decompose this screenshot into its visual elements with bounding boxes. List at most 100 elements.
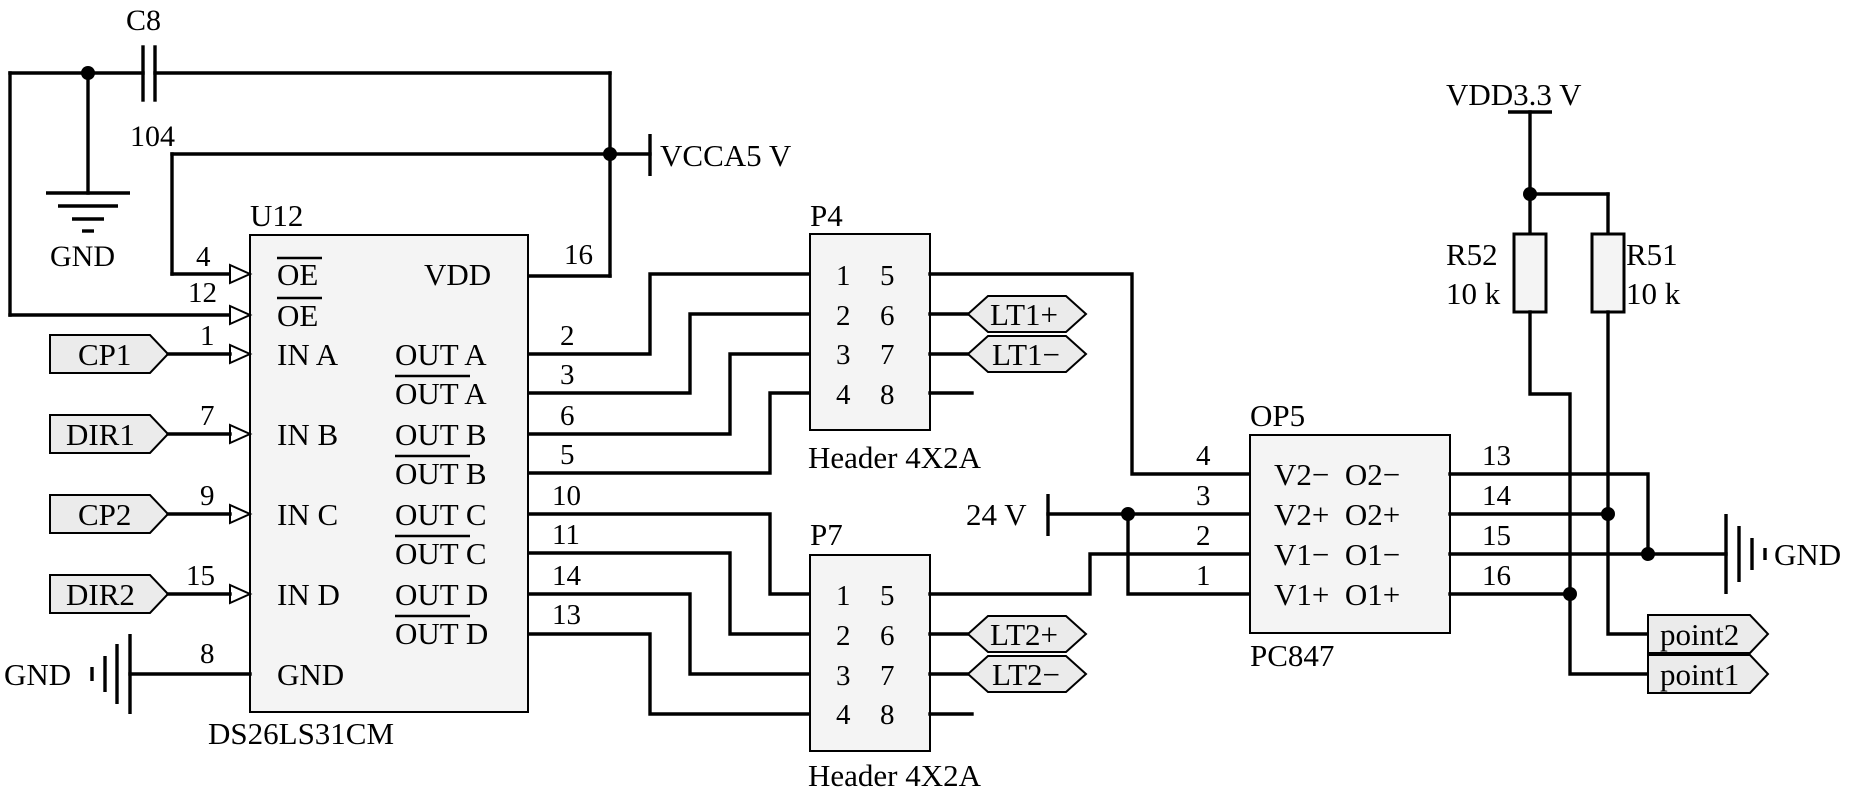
gnd-left-label: GND <box>4 657 71 692</box>
u12-pin-10: 10 <box>552 480 581 512</box>
output-port-lt1p: LT1+ <box>966 295 1088 333</box>
p4-part: Header 4X2A <box>808 440 982 475</box>
svg-text:1: 1 <box>836 260 851 292</box>
gnd-symbol-top: GND <box>46 71 130 273</box>
pin-arrow-ind <box>229 583 253 605</box>
pin-arrow-inb <box>229 423 253 445</box>
op5-pin-16: 16 <box>1482 560 1511 592</box>
svg-text:4: 4 <box>836 379 851 411</box>
input-port-cp2: CP2 <box>49 494 232 534</box>
svg-text:1: 1 <box>836 580 851 612</box>
wire-outd-bar <box>528 632 812 716</box>
wire-p7-pin5 <box>928 552 1252 596</box>
u12-pin-9: 9 <box>200 480 215 512</box>
svg-text:DIR1: DIR1 <box>66 417 135 452</box>
u12-pin-5: 5 <box>560 439 575 471</box>
op5-pin-15: 15 <box>1482 520 1511 552</box>
u12-label-vdd: VDD <box>424 257 491 292</box>
c8-value: 104 <box>130 120 175 153</box>
u12-label-outa-bar: OUT A <box>395 376 487 411</box>
gnd-symbol-right: GND <box>1724 514 1841 594</box>
pin-arrow-oe4 <box>229 263 253 285</box>
output-port-point1: point1 <box>1647 654 1770 694</box>
vcca-label: VCCA5 V <box>660 138 792 173</box>
p7-part: Header 4X2A <box>808 758 982 793</box>
u12-pin-6: 6 <box>560 400 575 432</box>
u12-pin-15: 15 <box>186 560 215 592</box>
svg-text:2: 2 <box>836 620 851 652</box>
u12-label-oe: OE <box>277 257 318 292</box>
op5-pin-2: 2 <box>1196 520 1211 552</box>
c8-ref: C8 <box>126 4 161 37</box>
svg-text:CP1: CP1 <box>78 337 131 372</box>
u12-pin-11: 11 <box>552 519 580 551</box>
wire-outd <box>528 592 812 676</box>
supply-vdd33: VDD3.3 V <box>1446 77 1610 201</box>
u12-label-outa: OUT A <box>395 337 487 372</box>
r52-value: 10 k <box>1446 276 1501 311</box>
wire-outb-bar <box>528 391 812 475</box>
u12-label-ind: IN D <box>277 577 340 612</box>
op5-row-2: V2+ O2+ <box>1274 497 1400 532</box>
u12-pin-12: 12 <box>188 277 217 309</box>
u12-pin-2: 2 <box>560 320 575 352</box>
u12-label-outd: OUT D <box>395 577 488 612</box>
svg-text:7: 7 <box>880 339 895 371</box>
svg-text:point1: point1 <box>1660 657 1739 692</box>
svg-text:3: 3 <box>836 339 851 371</box>
u12-part: DS26LS31CM <box>208 716 394 751</box>
svg-text:LT1−: LT1− <box>992 337 1060 372</box>
wire-outc-bar <box>528 551 812 636</box>
op5-row-4: V1+ O1+ <box>1274 577 1400 612</box>
svg-text:3: 3 <box>836 660 851 692</box>
svg-text:point2: point2 <box>1660 617 1739 652</box>
u12-ref: U12 <box>250 198 303 233</box>
u12-pin-3: 3 <box>560 359 575 391</box>
p7-ref: P7 <box>810 517 843 552</box>
op5-pin-4: 4 <box>1196 440 1211 472</box>
u12-pin-8: 8 <box>200 638 215 670</box>
op5-pin-14: 14 <box>1482 480 1512 512</box>
vdd33-label: VDD3.3 V <box>1446 77 1582 112</box>
u12-label-inc: IN C <box>277 497 338 532</box>
svg-text:6: 6 <box>880 300 895 332</box>
input-port-dir1: DIR1 <box>49 414 232 454</box>
u12-label-outd-bar: OUT D <box>395 616 488 651</box>
resistor-r51: R51 10 k <box>1590 192 1681 636</box>
u12-pin-4: 4 <box>196 241 211 273</box>
op5-ref: OP5 <box>1250 398 1305 433</box>
u12-label-outc-bar: OUT C <box>395 536 487 571</box>
p4-ref: P4 <box>810 198 843 233</box>
u12-label-oe-bar: OE <box>277 298 318 333</box>
wire-outc <box>528 512 812 596</box>
input-port-cp1: CP1 <box>49 334 232 374</box>
resistor-r52: R52 10 k <box>1446 192 1650 676</box>
optocoupler-op5: OP5 PC847 V2− O2− V2+ O2+ V1− O1− V1+ O1… <box>1196 398 1512 673</box>
pin-arrow-ina <box>229 343 253 365</box>
svg-text:LT2+: LT2+ <box>990 617 1058 652</box>
svg-text:5: 5 <box>880 580 895 612</box>
u12-label-gnd: GND <box>277 657 344 692</box>
supply-24v: 24 V <box>966 494 1252 596</box>
wire-op5-pin13 <box>1448 472 1650 556</box>
op5-row-3: V1− O1− <box>1274 537 1400 572</box>
u12-label-inb: IN B <box>277 417 338 452</box>
op5-pin-1: 1 <box>1196 560 1211 592</box>
u12-pin-14: 14 <box>552 560 582 592</box>
op5-part: PC847 <box>1250 638 1334 673</box>
svg-text:CP2: CP2 <box>78 497 131 532</box>
op5-pin-3: 3 <box>1196 480 1211 512</box>
wire-outb <box>528 352 812 436</box>
r51-value: 10 k <box>1626 276 1681 311</box>
gnd-right-label: GND <box>1774 537 1841 572</box>
header-p7: P7 Header 4X2A 1 2 3 4 5 6 7 8 <box>808 517 982 793</box>
r51-ref: R51 <box>1626 237 1678 272</box>
pin-arrow-inc <box>229 503 253 525</box>
wire-p4-pin5 <box>928 272 1252 476</box>
u12-pin-7: 7 <box>200 400 215 432</box>
junction-vcca <box>603 147 617 161</box>
svg-text:8: 8 <box>880 699 895 731</box>
input-port-dir2: DIR2 <box>49 574 232 614</box>
svg-text:4: 4 <box>836 699 851 731</box>
